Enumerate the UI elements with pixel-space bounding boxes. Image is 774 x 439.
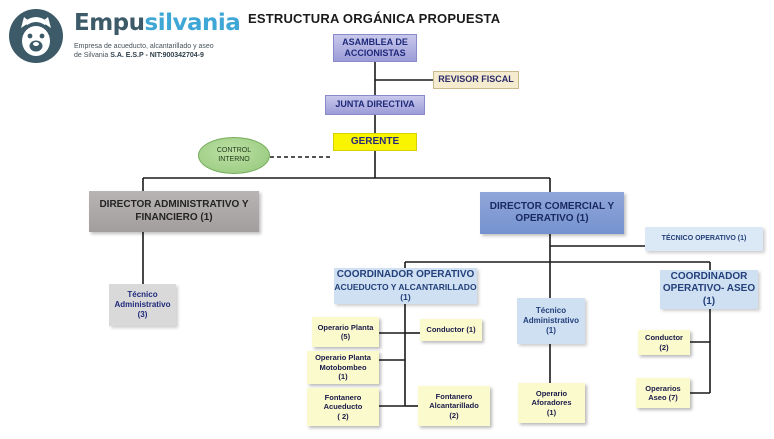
node-conductor-acueducto: Conductor (1) bbox=[420, 319, 482, 341]
node-revisor-fiscal: REVISOR FISCAL bbox=[433, 71, 519, 89]
node-conductor-aseo-line2: (2) bbox=[659, 342, 669, 352]
node-dir-admin-line1: DIRECTOR ADMINISTRATIVO Y bbox=[99, 199, 249, 210]
node-coord-acu-line2: ACUEDUCTO Y ALCANTARILLADO bbox=[334, 281, 477, 292]
node-tecnico-administrativo-left: Técnico Administrativo (3) bbox=[109, 284, 176, 326]
node-operario-moto-line1: Operario Planta bbox=[315, 353, 371, 363]
node-operarios-aseo-line1: Operarios bbox=[645, 383, 681, 393]
node-coordinador-aseo: COORDINADOR OPERATIVO- ASEO (1) bbox=[660, 270, 758, 309]
bear-logo-icon bbox=[9, 9, 63, 63]
node-tec-admin-mid-line3: (1) bbox=[546, 326, 556, 335]
node-operarios-aseo: Operarios Aseo (7) bbox=[636, 378, 690, 408]
page-title: ESTRUCTURA ORGÁNICA PROPUESTA bbox=[248, 11, 501, 26]
node-aforadores-line3: (1) bbox=[546, 407, 557, 417]
node-coord-aseo-line2: OPERATIVO- ASEO bbox=[662, 283, 756, 295]
node-junta-directiva: JUNTA DIRECTIVA bbox=[325, 95, 425, 115]
node-tec-admin-left-line3: (3) bbox=[137, 310, 148, 319]
company-line2-prefix: de Silvania bbox=[74, 52, 111, 60]
node-director-comercial: DIRECTOR COMERCIAL Y OPERATIVO (1) bbox=[480, 192, 624, 234]
node-fontanero-acu-line2: Acueducto bbox=[323, 402, 363, 412]
node-asamblea-line1: ASAMBLEA DE bbox=[342, 36, 408, 47]
node-tec-admin-left-line2: Administrativo bbox=[114, 300, 171, 309]
node-operario-moto-line2: Motobombeo bbox=[319, 362, 367, 372]
node-conductor-aseo-line1: Conductor bbox=[645, 333, 683, 343]
node-operario-moto-line3: (1) bbox=[338, 372, 348, 382]
node-revisor-line1: REVISOR FISCAL bbox=[438, 74, 514, 85]
node-coord-acu-line3: (1) bbox=[400, 292, 411, 303]
node-aforadores-line2: Aforadores bbox=[531, 398, 572, 408]
node-gerente-line1: GERENTE bbox=[350, 135, 400, 147]
node-junta-line1: JUNTA DIRECTIVA bbox=[335, 99, 415, 110]
node-tec-admin-mid-line2: Administrativo bbox=[522, 316, 579, 325]
node-tecnico-operativo: TÉCNICO OPERATIVO (1) bbox=[645, 227, 763, 251]
node-fontanero-alcantarillado: Fontanero Alcantarillado (2) bbox=[418, 386, 490, 426]
node-coordinador-acueducto: COORDINADOR OPERATIVO ACUEDUCTO Y ALCANT… bbox=[334, 268, 477, 304]
node-tecnico-administrativo-mid: Técnico Administrativo (1) bbox=[517, 298, 585, 344]
node-control-line2: INTERNO bbox=[218, 155, 250, 163]
node-gerente: GERENTE bbox=[333, 133, 417, 151]
company-description: Empresa de acueducto, alcantarillado y a… bbox=[74, 42, 214, 60]
company-nit: S.A. E.S.P - NIT:900342704-9 bbox=[110, 52, 204, 60]
node-tec-operativo-line1: TÉCNICO OPERATIVO (1) bbox=[661, 234, 747, 242]
brand-part2: silvania bbox=[144, 10, 241, 36]
node-fontanero-acu-line3: ( 2) bbox=[337, 411, 349, 421]
brand-part1: Empu bbox=[74, 10, 145, 36]
node-control-interno: CONTROL INTERNO bbox=[198, 137, 270, 174]
node-dir-admin-line2: FINANCIERO (1) bbox=[135, 211, 213, 223]
node-operario-planta-line2: (5) bbox=[340, 332, 351, 341]
node-control-line1: CONTROL bbox=[216, 146, 252, 154]
node-operario-motobombeo: Operario Planta Motobombeo (1) bbox=[307, 351, 379, 384]
node-operario-aforadores: Operario Aforadores (1) bbox=[518, 383, 585, 423]
node-asamblea-line2: ACCIONISTAS bbox=[344, 48, 406, 58]
node-conductor-aseo: Conductor (2) bbox=[638, 330, 690, 355]
node-dir-comercial-line2: OPERATIVO (1) bbox=[515, 213, 589, 224]
brand-name: Empusilvania bbox=[74, 10, 241, 36]
node-coord-aseo-line1: COORDINADOR bbox=[670, 270, 748, 282]
node-fontanero-acu-line1: Fontanero bbox=[324, 392, 362, 402]
node-fontanero-alc-line2: Alcantarillado bbox=[429, 401, 479, 411]
node-director-administrativo: DIRECTOR ADMINISTRATIVO Y FINANCIERO (1) bbox=[89, 191, 259, 232]
node-fontanero-alc-line1: Fontanero bbox=[435, 391, 473, 401]
company-line1: Empresa de acueducto, alcantarillado y a… bbox=[74, 43, 214, 50]
node-asamblea: ASAMBLEA DE ACCIONISTAS bbox=[333, 34, 417, 62]
company-line2: de Silvania S.A. E.S.P - NIT:900342704-9 bbox=[74, 51, 214, 60]
node-coord-aseo-line3: (1) bbox=[702, 295, 716, 307]
node-fontanero-acueducto: Fontanero Acueducto ( 2) bbox=[307, 388, 379, 426]
node-operario-planta: Operario Planta (5) bbox=[312, 317, 379, 347]
node-aforadores-line1: Operario bbox=[535, 388, 568, 398]
node-dir-comercial-line1: DIRECTOR COMERCIAL Y bbox=[489, 200, 615, 212]
node-coord-acu-line1: COORDINADOR OPERATIVO bbox=[336, 269, 475, 281]
node-conductor-acu-line1: Conductor (1) bbox=[426, 325, 476, 335]
node-tec-admin-mid-line1: Técnico bbox=[535, 306, 567, 315]
node-operario-planta-line1: Operario Planta bbox=[317, 322, 374, 332]
node-operarios-aseo-line2: Aseo (7) bbox=[648, 393, 678, 402]
node-tec-admin-left-line1: Técnico bbox=[127, 290, 158, 299]
node-fontanero-alc-line3: (2) bbox=[449, 410, 459, 420]
